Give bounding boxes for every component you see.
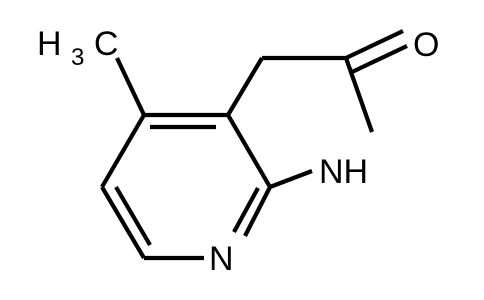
- bond-c5-c6: [100, 185, 146, 260]
- bond-n1-c7a: [269, 169, 313, 189]
- bond-c2-n1: [344, 57, 374, 133]
- bond-carbonyl-inner: [351, 44, 408, 74]
- bond-c4-c5: [100, 113, 146, 189]
- methyl-label: H 3 C: [37, 25, 118, 73]
- bond-c3a-c3: [226, 56, 264, 117]
- bond-n7-c7a: [243, 186, 272, 237]
- bond-methyl: [115, 57, 146, 116]
- bond-carbonyl-outer: [345, 29, 404, 60]
- bond-n7-c7a-inner: [232, 186, 260, 234]
- bond-c7a-c3a: [226, 113, 272, 189]
- bond-layer: [100, 29, 408, 261]
- bond-c5-c6-inner: [114, 185, 152, 247]
- pyridine-nitrogen-label: N: [209, 240, 234, 278]
- nh-label: NH: [319, 153, 368, 191]
- atom-labels: H 3 C O NH N: [37, 25, 439, 278]
- carbonyl-oxygen-label: O: [413, 26, 439, 64]
